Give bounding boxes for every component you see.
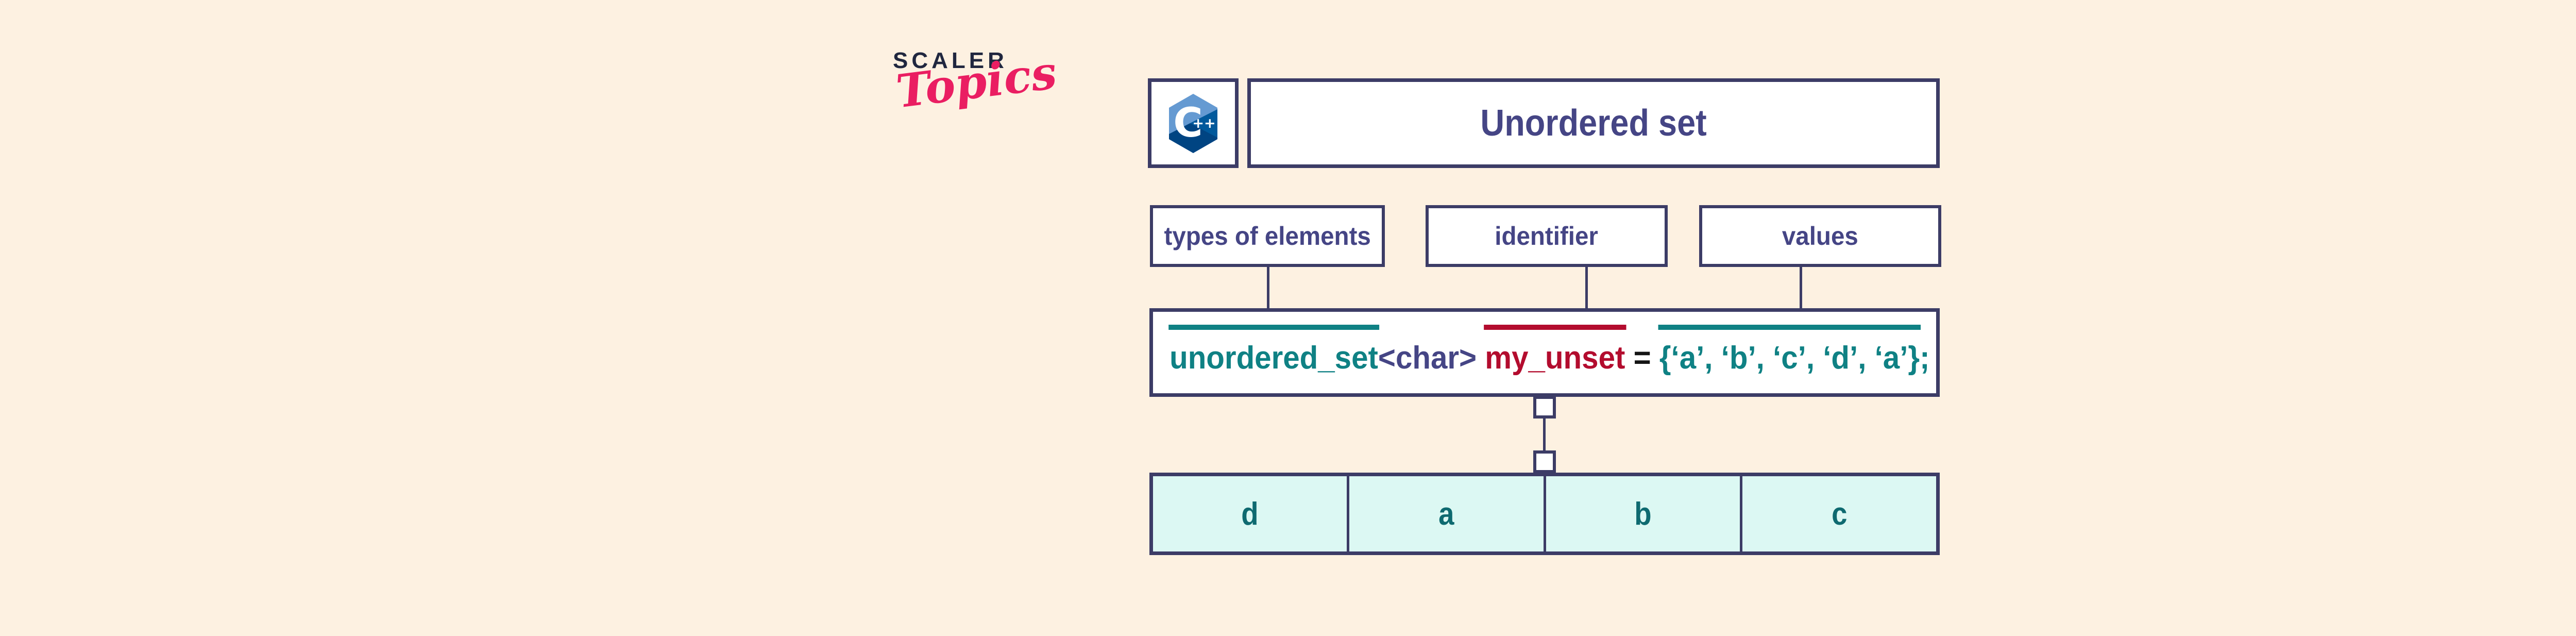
- array-cell: b: [1543, 476, 1740, 551]
- label-text: identifier: [1495, 222, 1599, 250]
- code-box: unordered_set <char> my_unset = {‘a’, ‘b…: [1149, 308, 1940, 397]
- array-cell: a: [1347, 476, 1543, 551]
- label-text: values: [1782, 222, 1858, 250]
- diagram-title: Unordered set: [1480, 103, 1707, 144]
- cpp-logo-icon: C ++: [1169, 93, 1217, 153]
- array-cell: c: [1739, 476, 1936, 551]
- logo-brand-text: SCALER: [893, 48, 1008, 73]
- cpp-icon-box: C ++: [1148, 78, 1239, 168]
- cpp-plus-plus: ++: [1192, 115, 1215, 131]
- array-cell-value: a: [1438, 496, 1454, 532]
- code-identifier: my_unset: [1484, 325, 1626, 376]
- code-assignment: =: [1625, 340, 1660, 376]
- code-space: [1477, 342, 1485, 374]
- code-line: unordered_set <char> my_unset = {‘a’, ‘b…: [1168, 325, 1930, 376]
- label-values: values: [1699, 205, 1941, 267]
- connector-square-top: [1533, 396, 1556, 419]
- connector-line-values: [1800, 266, 1802, 328]
- scaler-topics-logo: SCALER Topics: [893, 45, 1060, 118]
- code-container-type: unordered_set: [1168, 325, 1379, 376]
- code-element-type: <char>: [1378, 340, 1477, 376]
- label-types-of-elements: types of elements: [1150, 205, 1385, 267]
- bucket-array: d a b c: [1149, 473, 1940, 555]
- array-cell-value: b: [1634, 496, 1652, 532]
- label-identifier: identifier: [1426, 205, 1668, 267]
- array-cell-value: c: [1831, 496, 1848, 532]
- code-semicolon: ;: [1920, 340, 1930, 376]
- code-values: {‘a’, ‘b’, ‘c’, ‘d’, ‘a’}: [1658, 325, 1921, 376]
- cpp-letter-c: C: [1173, 100, 1202, 146]
- connector-line-types-of-elements: [1267, 266, 1269, 328]
- title-box: Unordered set: [1247, 78, 1940, 168]
- label-text: types of elements: [1164, 222, 1371, 250]
- connector-square-link-line: [1543, 416, 1546, 453]
- connector-square-bottom: [1533, 450, 1556, 473]
- array-cell: d: [1153, 476, 1347, 551]
- connector-line-identifier: [1585, 266, 1588, 328]
- array-cell-value: d: [1241, 496, 1259, 532]
